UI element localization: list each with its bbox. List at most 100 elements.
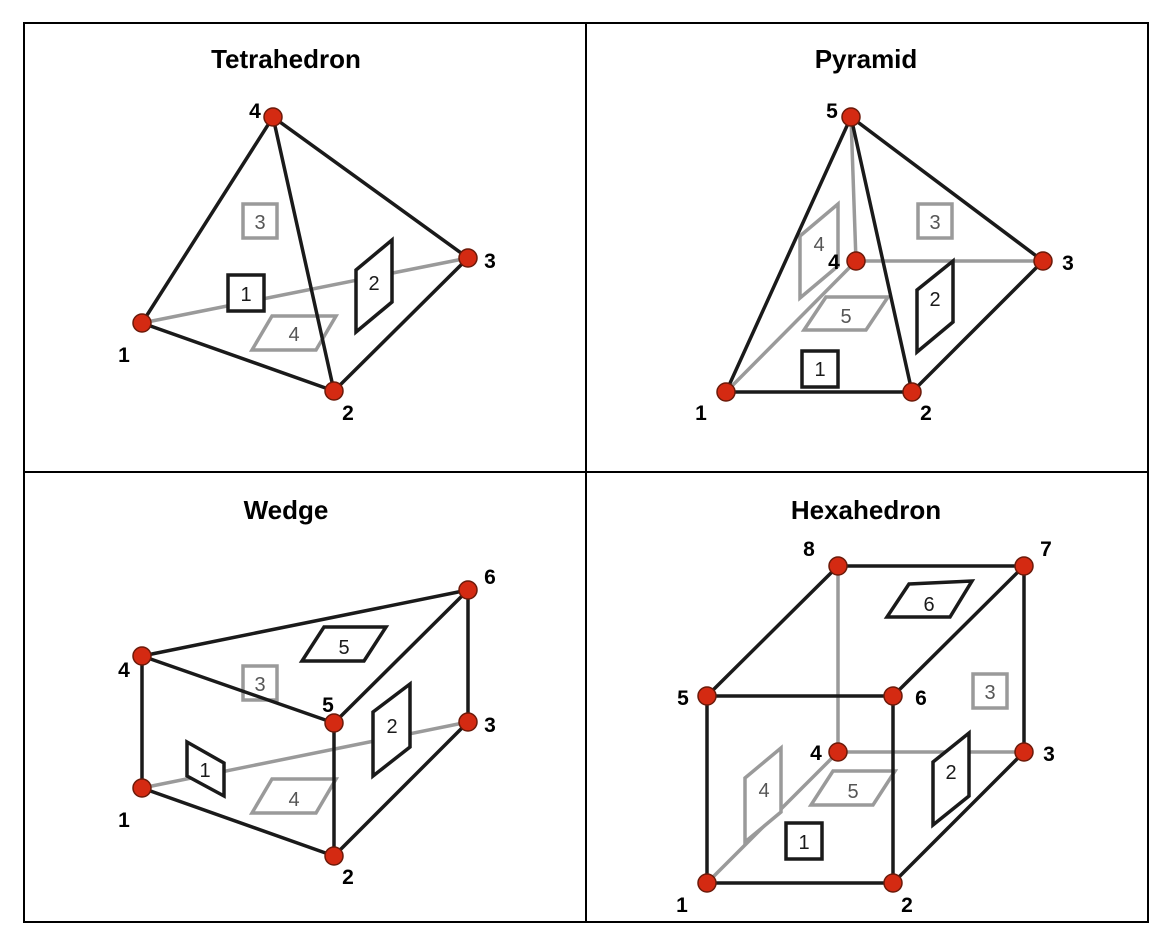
hex-node-7 <box>1014 556 1034 576</box>
hex-edge-2-3 <box>891 750 1026 885</box>
svg-text:1: 1 <box>240 284 251 306</box>
hex-face-3: 3 <box>971 672 1009 710</box>
pyramid-face-2: 2 <box>915 257 955 356</box>
wedge-panel: Wedge 3 4 1 2 5 <box>118 495 496 889</box>
wedge-label-1: 1 <box>118 809 130 832</box>
pyramid-panel: Pyramid 3 4 5 1 2 <box>695 44 1074 425</box>
wedge-node-2 <box>324 846 344 866</box>
tetra-edge-1-4 <box>140 115 275 325</box>
pyramid-node-4 <box>846 251 866 271</box>
pyramid-edge-1-5 <box>724 115 853 394</box>
pyramid-label-4: 4 <box>828 251 840 274</box>
pyramid-title: Pyramid <box>815 44 918 74</box>
wedge-node-1 <box>132 778 152 798</box>
tetra-edge-4-3 <box>271 115 470 260</box>
tetra-face-1: 1 <box>226 273 266 313</box>
wedge-face-3: 3 <box>241 664 279 702</box>
wedge-edge-2-3 <box>332 720 470 858</box>
tetra-face-2: 2 <box>354 236 394 336</box>
tetra-label-1: 1 <box>118 344 130 367</box>
tetra-node-1 <box>132 313 152 333</box>
svg-text:2: 2 <box>929 289 940 311</box>
svg-text:4: 4 <box>288 789 299 811</box>
wedge-label-2: 2 <box>342 866 354 889</box>
wedge-node-4 <box>132 646 152 666</box>
tetra-label-4: 4 <box>249 100 261 123</box>
hex-node-8 <box>828 556 848 576</box>
pyramid-label-5: 5 <box>826 100 838 123</box>
tetra-face-3: 3 <box>241 202 279 240</box>
pyramid-face-4: 4 <box>798 200 840 302</box>
tetra-node-3 <box>458 248 478 268</box>
wedge-label-5: 5 <box>322 694 334 717</box>
svg-text:4: 4 <box>813 234 824 256</box>
wedge-label-4: 4 <box>118 659 130 682</box>
tetra-label-2: 2 <box>342 402 354 425</box>
hex-node-3 <box>1014 742 1034 762</box>
pyramid-face-3: 3 <box>916 202 954 240</box>
svg-text:3: 3 <box>929 212 940 234</box>
hex-face-5: 5 <box>807 769 899 807</box>
hex-face-4: 4 <box>743 744 783 846</box>
wedge-edge-5-6 <box>332 588 470 725</box>
hex-node-5 <box>697 686 717 706</box>
svg-text:5: 5 <box>840 306 851 328</box>
svg-text:2: 2 <box>368 273 379 295</box>
wedge-label-3: 3 <box>484 714 496 737</box>
hex-label-8: 8 <box>803 538 815 561</box>
tetra-label-3: 3 <box>484 250 496 273</box>
pyramid-node-1 <box>716 382 736 402</box>
hex-node-6 <box>883 686 903 706</box>
tetrahedron-panel: Tetrahedron 3 4 1 2 1 <box>118 44 496 425</box>
pyramid-label-3: 3 <box>1062 252 1074 275</box>
wedge-label-6: 6 <box>484 566 496 589</box>
wedge-node-5 <box>324 713 344 733</box>
hex-label-2: 2 <box>901 894 913 917</box>
tetra-edge-2-3 <box>332 256 470 393</box>
pyramid-edge-5-2 <box>849 115 914 394</box>
pyramid-node-5 <box>841 107 861 127</box>
hexahedron-title: Hexahedron <box>791 495 941 525</box>
hex-face-1: 1 <box>784 821 824 861</box>
pyramid-edge-2-3 <box>910 259 1045 394</box>
svg-text:3: 3 <box>254 212 265 234</box>
wedge-face-1: 1 <box>185 738 226 799</box>
tetra-node-4 <box>263 107 283 127</box>
hex-node-1 <box>697 873 717 893</box>
hex-label-6: 6 <box>915 687 927 710</box>
hex-label-1: 1 <box>676 894 688 917</box>
svg-text:1: 1 <box>199 760 210 782</box>
pyramid-node-2 <box>902 382 922 402</box>
hex-node-2 <box>883 873 903 893</box>
svg-text:3: 3 <box>254 674 265 696</box>
wedge-face-5: 5 <box>298 625 390 663</box>
svg-text:4: 4 <box>288 324 299 346</box>
pyramid-edge-5-3 <box>849 115 1045 263</box>
tetra-edge-4-2 <box>271 115 336 393</box>
hex-edge-6-7 <box>891 564 1026 698</box>
tetra-face-4: 4 <box>248 314 340 352</box>
svg-text:5: 5 <box>847 781 858 803</box>
tetrahedron-title: Tetrahedron <box>211 44 361 74</box>
pyramid-node-3 <box>1033 251 1053 271</box>
hex-edge-5-8 <box>705 564 840 698</box>
hex-label-3: 3 <box>1043 743 1055 766</box>
wedge-edge-1-2 <box>140 786 336 858</box>
svg-text:3: 3 <box>984 682 995 704</box>
hex-face-6: 6 <box>883 579 976 619</box>
wedge-face-4: 4 <box>248 777 340 815</box>
hex-node-4 <box>828 742 848 762</box>
pyramid-label-2: 2 <box>920 402 932 425</box>
svg-text:1: 1 <box>798 832 809 854</box>
svg-text:5: 5 <box>338 637 349 659</box>
svg-text:2: 2 <box>386 716 397 738</box>
hex-label-4: 4 <box>810 742 822 765</box>
pyramid-edge-5-4 <box>849 115 858 263</box>
pyramid-face-1: 1 <box>800 349 840 389</box>
wedge-title: Wedge <box>244 495 329 525</box>
svg-text:2: 2 <box>945 762 956 784</box>
wedge-node-6 <box>458 580 478 600</box>
tetra-edge-1-3 <box>140 256 470 325</box>
pyramid-face-5: 5 <box>800 295 892 332</box>
hex-face-2: 2 <box>931 729 971 829</box>
